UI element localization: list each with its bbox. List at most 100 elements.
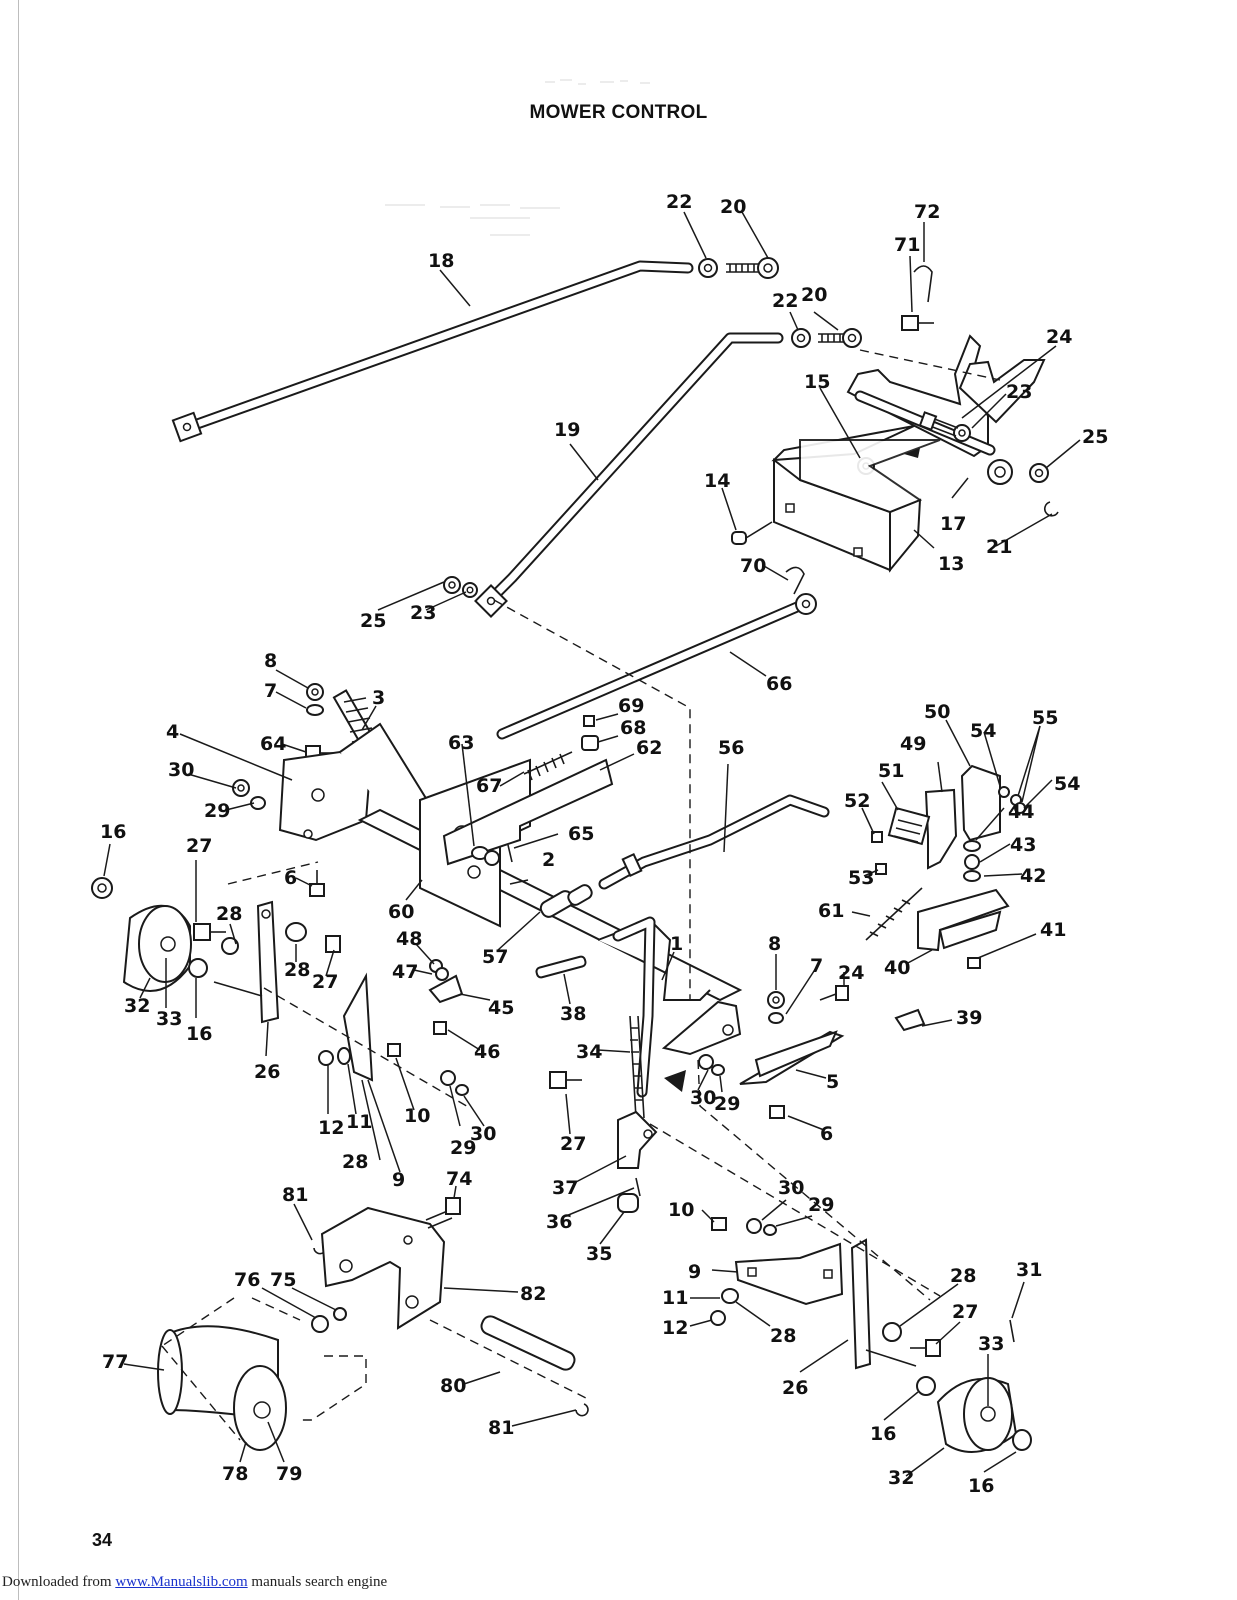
part-10-bolt-right (711, 1217, 727, 1231)
callout-11: 11 (346, 1111, 372, 1133)
callout-35: 35 (586, 1243, 612, 1265)
part-30-nut-right-b (746, 1218, 762, 1234)
callout-17: 17 (940, 513, 966, 535)
callout-26: 26 (782, 1377, 808, 1399)
part-21-clip (1044, 501, 1059, 517)
callout-37: 37 (552, 1177, 578, 1199)
part-42-washer (963, 870, 981, 882)
callout-50: 50 (924, 701, 950, 723)
part-67-spring (523, 751, 573, 781)
callout-16: 16 (100, 821, 126, 843)
callout-8: 8 (768, 933, 781, 955)
callout-53: 53 (848, 867, 874, 889)
part-26-arm-left (213, 900, 280, 1024)
callout-52: 52 (844, 790, 870, 812)
callout-81: 81 (282, 1184, 308, 1206)
callout-54: 54 (1054, 773, 1080, 795)
callout-22: 22 (666, 191, 692, 213)
callout-42: 42 (1020, 865, 1046, 887)
callout-80: 80 (440, 1375, 466, 1397)
callout-27: 27 (312, 971, 338, 993)
part-35-knob (617, 1193, 639, 1213)
part-37-clevis (617, 1110, 658, 1169)
part-34-threaded-rod (629, 1015, 645, 1119)
callout-28: 28 (216, 903, 242, 925)
callout-14: 14 (704, 470, 730, 492)
part-40-slide-bracket (917, 888, 1010, 952)
callout-28: 28 (770, 1325, 796, 1347)
callout-82: 82 (520, 1283, 546, 1305)
callout-60: 60 (388, 901, 414, 923)
callout-4: 4 (166, 721, 179, 743)
callout-24: 24 (1046, 326, 1072, 348)
manualslib-link[interactable]: www.Manualslib.com (115, 1574, 248, 1590)
callout-33: 33 (156, 1008, 182, 1030)
part-2-pin (507, 844, 513, 863)
callout-61: 61 (818, 900, 844, 922)
callout-68: 68 (620, 717, 646, 739)
part-6-bolt-right (769, 1105, 785, 1119)
callout-19: 19 (554, 419, 580, 441)
part-47-nut (435, 967, 449, 981)
direction-arrow-center (664, 1070, 686, 1092)
part-8-nut-top (306, 683, 324, 701)
part-11-washer-right (721, 1288, 739, 1304)
part-16-washer-b (188, 958, 208, 978)
callout-64: 64 (260, 733, 286, 755)
part-38-pin (535, 955, 587, 979)
part-65-nut (484, 850, 500, 866)
part-22-nut-mid (791, 328, 811, 348)
part-81-clip-bottom (575, 1403, 589, 1417)
callout-54: 54 (970, 720, 996, 742)
part-80-axle (480, 1315, 576, 1371)
callout-40: 40 (884, 957, 910, 979)
callout-33: 33 (978, 1333, 1004, 1355)
callout-7: 7 (264, 680, 277, 702)
part-76-nut (311, 1315, 329, 1333)
part-71-pin (901, 315, 934, 331)
part-26-arm-right (850, 1238, 917, 1370)
part-74-bolt (425, 1197, 461, 1229)
part-62-bracket (442, 758, 614, 866)
callout-38: 38 (560, 1003, 586, 1025)
part-53-screw (875, 863, 887, 875)
part-13-bracket (771, 425, 941, 573)
callout-75: 75 (270, 1269, 296, 1291)
part-69-screw (583, 715, 595, 727)
part-23-nut-pivot (953, 424, 971, 442)
part-22-nut-top (698, 258, 718, 278)
callout-12: 12 (662, 1317, 688, 1339)
part-41-screw (967, 957, 981, 969)
assembly-lines (161, 349, 1001, 1441)
callout-71: 71 (894, 234, 920, 256)
callout-27: 27 (560, 1133, 586, 1155)
leader-lines (103, 211, 1081, 1477)
callout-1: 1 (670, 933, 683, 955)
callout-30: 30 (690, 1087, 716, 1109)
callout-74: 74 (446, 1168, 472, 1190)
callout-55: 55 (1032, 707, 1058, 729)
callout-10: 10 (668, 1199, 694, 1221)
callout-22: 22 (772, 290, 798, 312)
part-27-bolt-left (193, 923, 226, 941)
part-72-hairpin (913, 265, 933, 303)
callout-29: 29 (204, 800, 230, 822)
part-28-washer-left-b (285, 922, 307, 942)
callout-51: 51 (878, 760, 904, 782)
callout-9: 9 (688, 1261, 701, 1283)
part-23-nut-left (462, 582, 478, 598)
callout-43: 43 (1010, 834, 1036, 856)
part-7-washer-top (306, 704, 324, 716)
callout-23: 23 (410, 602, 436, 624)
part-30-nut-center (698, 1054, 714, 1070)
part-39-clip (894, 1008, 926, 1032)
part-8-nut-right (767, 991, 785, 1009)
callout-77: 77 (102, 1351, 128, 1373)
part-32-roller-left (122, 904, 192, 992)
callout-30: 30 (470, 1123, 496, 1145)
part-66-rod (496, 593, 817, 740)
callout-25: 25 (360, 610, 386, 632)
callout-36: 36 (546, 1211, 572, 1233)
callout-6: 6 (820, 1123, 833, 1145)
